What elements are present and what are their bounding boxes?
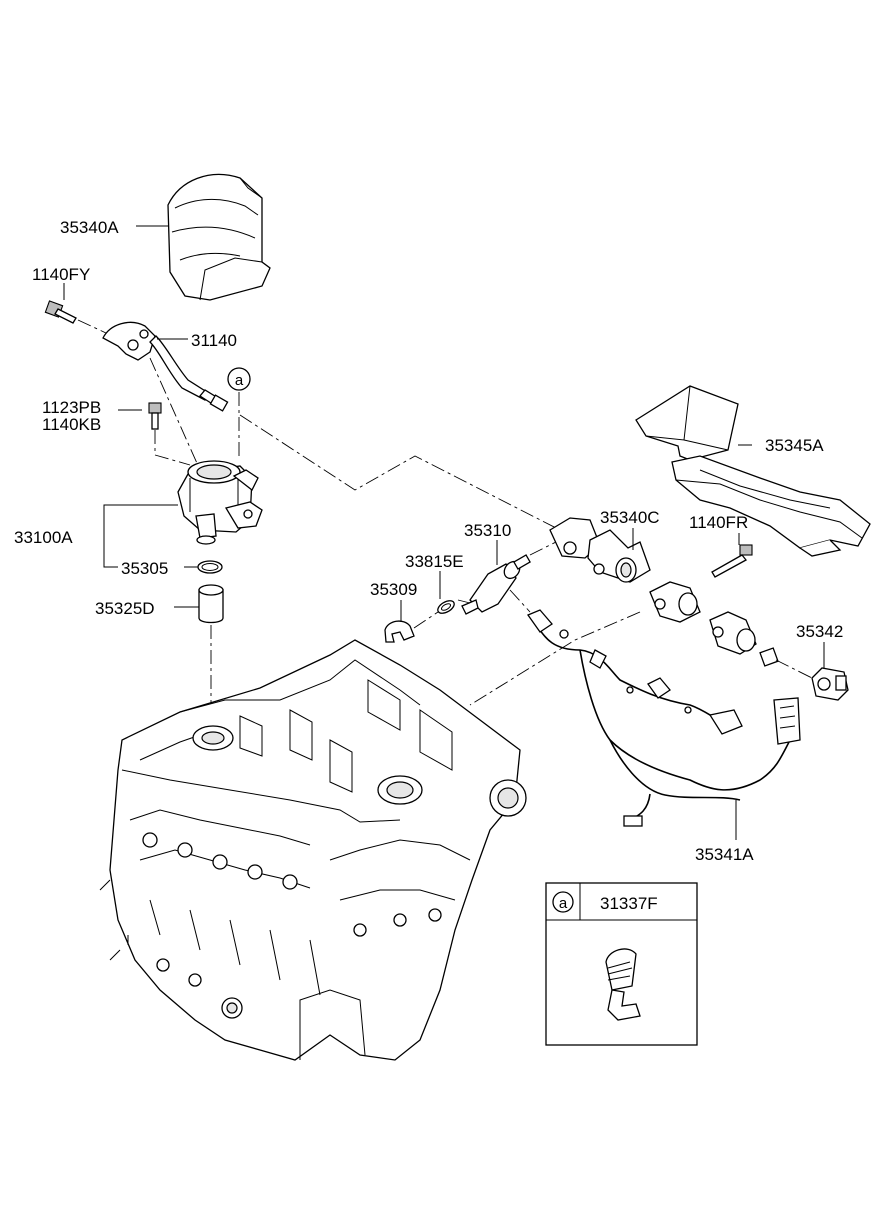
callout-marker-a[interactable] [227, 367, 251, 391]
engine-cover-35340A[interactable] [167, 173, 271, 301]
label-35310: 35310 [464, 521, 511, 540]
sensor-35342[interactable] [811, 667, 849, 701]
o-ring-33815E[interactable] [436, 598, 457, 616]
inset-callout-marker-a-text: a [559, 895, 568, 912]
label-35309: 35309 [370, 580, 417, 599]
label-31337F: 31337F [600, 894, 658, 913]
label-1140FY: 1140FY [32, 265, 90, 284]
bolt-1140FR[interactable] [711, 544, 753, 578]
high-pressure-pump-33100A[interactable] [177, 460, 263, 545]
label-33815E: 33815E [405, 552, 464, 571]
clamp-31337F[interactable] [605, 948, 641, 1021]
tappet-35325D[interactable] [198, 584, 224, 624]
callout-marker-a-text: a [235, 372, 244, 389]
label-33100A: 33100A [14, 528, 73, 547]
label-35345A: 35345A [765, 436, 824, 455]
bolt-1140FY[interactable] [44, 300, 77, 324]
bracket-31140[interactable] [102, 321, 229, 412]
clip-35309[interactable] [384, 620, 415, 643]
label-31140: 31140 [191, 331, 237, 350]
label-35340A: 35340A [60, 218, 119, 237]
label-35340C: 35340C [600, 508, 660, 527]
label-35325D: 35325D [95, 599, 155, 618]
sensor-35310[interactable] [461, 554, 531, 615]
bracket-35345A[interactable] [635, 385, 871, 557]
label-1123PB: 1123PB [42, 398, 101, 417]
wiring-harness-35341A[interactable] [527, 609, 801, 827]
inset-callout-marker-a [552, 891, 574, 913]
label-1140KB: 1140KB [42, 415, 101, 434]
label-35305: 35305 [121, 559, 168, 578]
label-35341A: 35341A [695, 845, 754, 864]
bolt-1123PB[interactable] [148, 402, 162, 430]
solenoid-valves-35340C[interactable] [549, 517, 779, 667]
label-35342: 35342 [796, 622, 843, 641]
detail-inset-a: a 31337F [545, 882, 698, 1046]
label-1140FR: 1140FR [689, 513, 748, 532]
engine-head-assembly[interactable] [99, 639, 527, 1061]
